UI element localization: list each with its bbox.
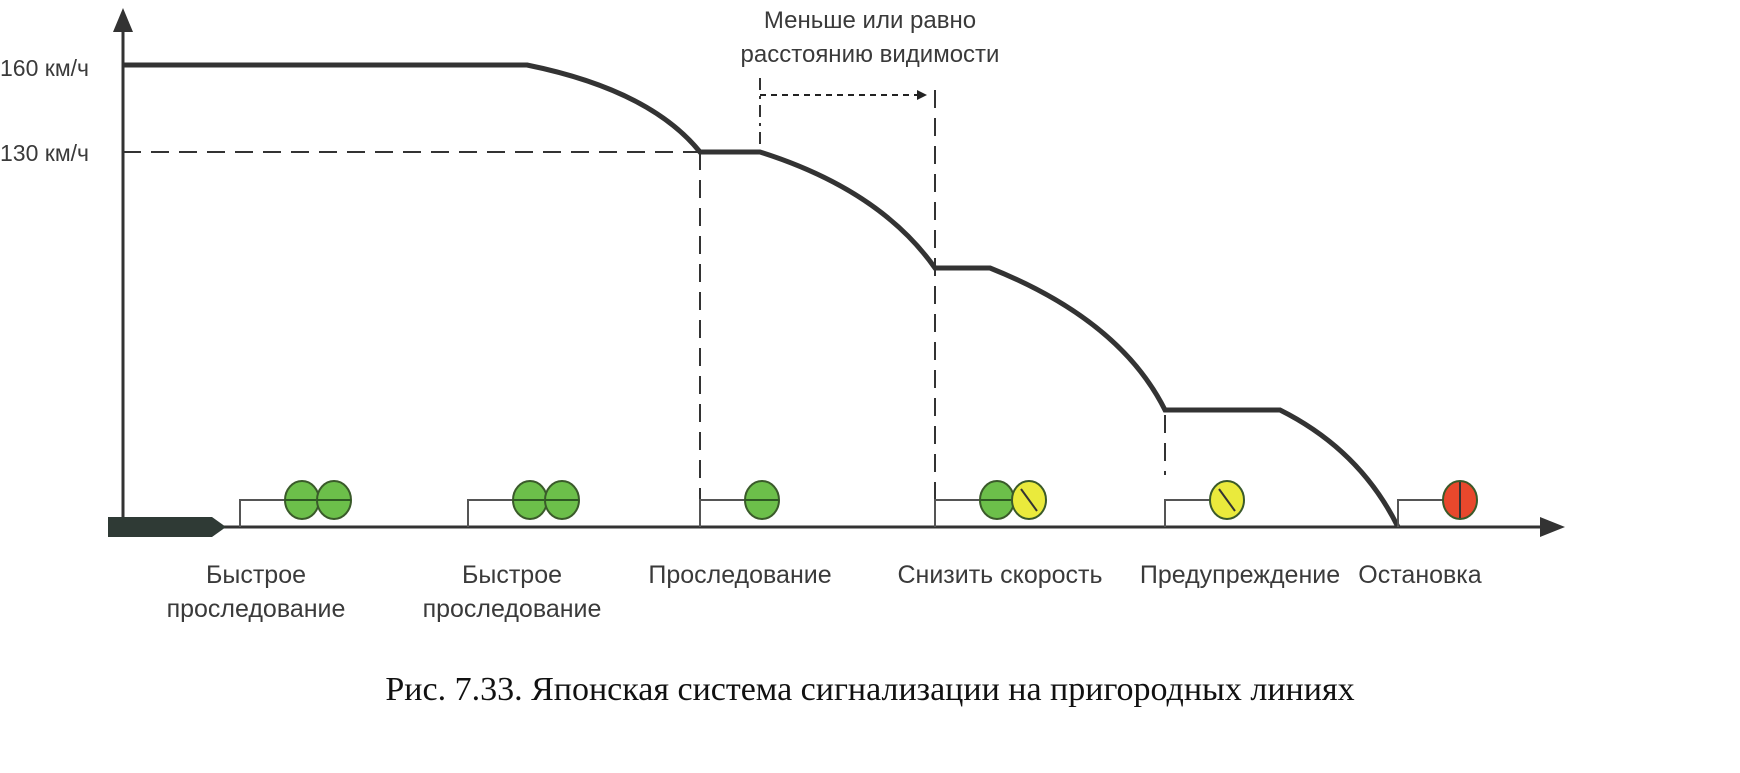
tick-label-160: 160 км/ч	[0, 55, 89, 81]
signal-mast	[699, 499, 750, 527]
tick-label-130: 130 км/ч	[0, 140, 89, 166]
signal-mast	[467, 499, 518, 527]
signal-6: Остановка	[1358, 480, 1482, 589]
figure-caption: Рис. 7.33. Японская система сигнализации…	[385, 671, 1354, 708]
signal-label-line2: проследование	[167, 595, 346, 623]
x-axis-arrow-icon	[1540, 517, 1565, 537]
signal-mast	[239, 499, 290, 527]
annotation-line1: Меньше или равно	[764, 7, 976, 34]
signal-2: Быстрое проследование	[423, 480, 602, 623]
signal-mast	[1164, 499, 1215, 527]
guide-lines	[123, 78, 1166, 500]
signal-3: Проследование	[648, 480, 832, 589]
annotation-line2: расстоянию видимости	[741, 41, 1000, 68]
signal-label: Быстрое	[206, 561, 306, 589]
signal-mast	[934, 499, 985, 527]
signal-5: Предупреждение	[1140, 480, 1340, 589]
signal-4: Снизить скорость	[897, 480, 1103, 589]
speed-profile-curve	[123, 62, 1401, 529]
lamp-slash	[1020, 488, 1038, 512]
signal-mast	[1397, 499, 1448, 527]
signal-1: Быстрое проследование	[167, 480, 352, 623]
train-icon	[108, 517, 226, 537]
signal-label: Остановка	[1358, 561, 1481, 589]
lamp-slash	[1218, 488, 1236, 512]
signal-label: Быстрое	[462, 561, 562, 589]
signal-label-line2: проследование	[423, 595, 602, 623]
signal-label: Проследование	[648, 561, 831, 589]
y-axis-arrow-icon	[113, 8, 133, 32]
signal-label: Снизить скорость	[897, 561, 1102, 589]
signal-label: Предупреждение	[1140, 561, 1340, 589]
